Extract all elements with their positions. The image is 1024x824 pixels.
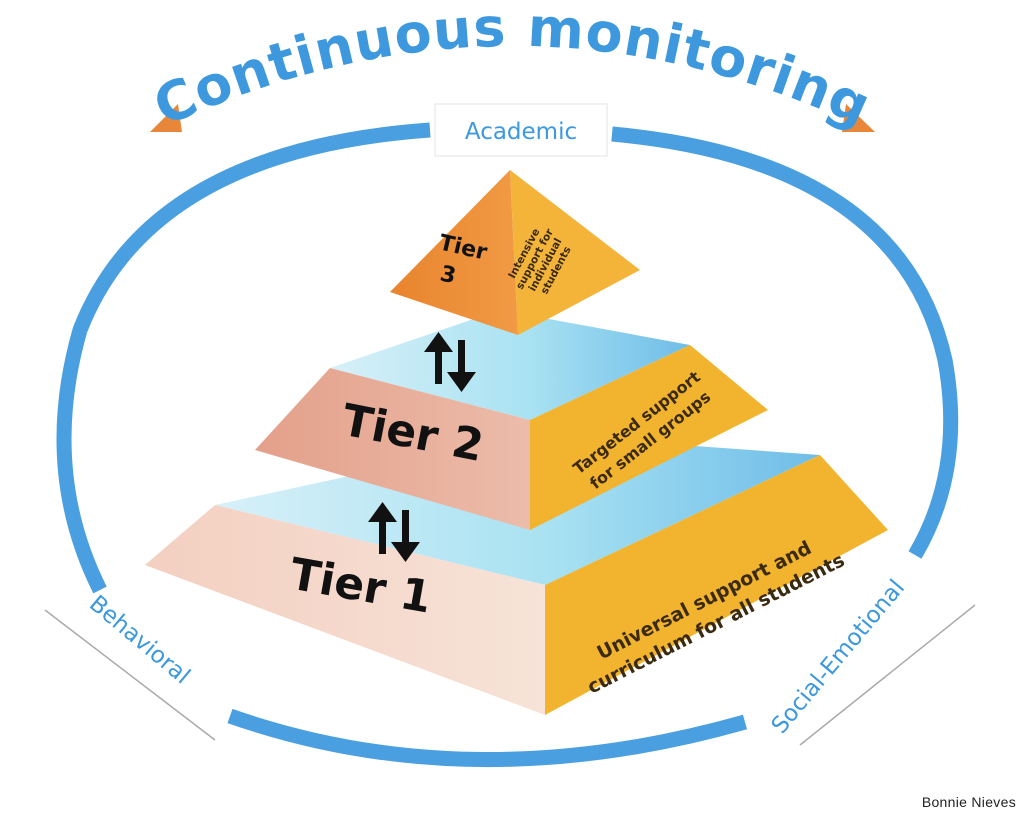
credit-text: Bonnie Nieves	[921, 794, 1016, 810]
ring-arc-bottom	[227, 708, 748, 767]
monitoring-ring	[56, 122, 959, 767]
arrowhead-right	[842, 104, 875, 132]
tier-1-side	[545, 455, 888, 715]
arrows-tier3-tier2	[424, 332, 476, 392]
tier-1-front	[145, 505, 545, 715]
ring-dividers	[44, 604, 976, 746]
tier-2-block	[255, 310, 768, 530]
ring-arc-top-left	[56, 122, 431, 594]
tier-2-top	[330, 310, 690, 420]
tier-2-front	[255, 368, 530, 530]
tier-2-side	[530, 345, 768, 530]
tier-3-label-line2: 3	[438, 262, 459, 290]
arrows-tier2-tier1	[368, 502, 420, 562]
ring-arc-top-right	[611, 126, 959, 559]
tier-3-front	[390, 170, 518, 335]
tier-3-side	[510, 170, 640, 335]
domain-academic: Academic	[465, 119, 577, 145]
arrowhead-left	[150, 104, 182, 132]
domain-behavioral: Behavioral	[84, 591, 195, 690]
tier-3-block	[390, 170, 640, 335]
academic-label-box	[434, 103, 608, 157]
